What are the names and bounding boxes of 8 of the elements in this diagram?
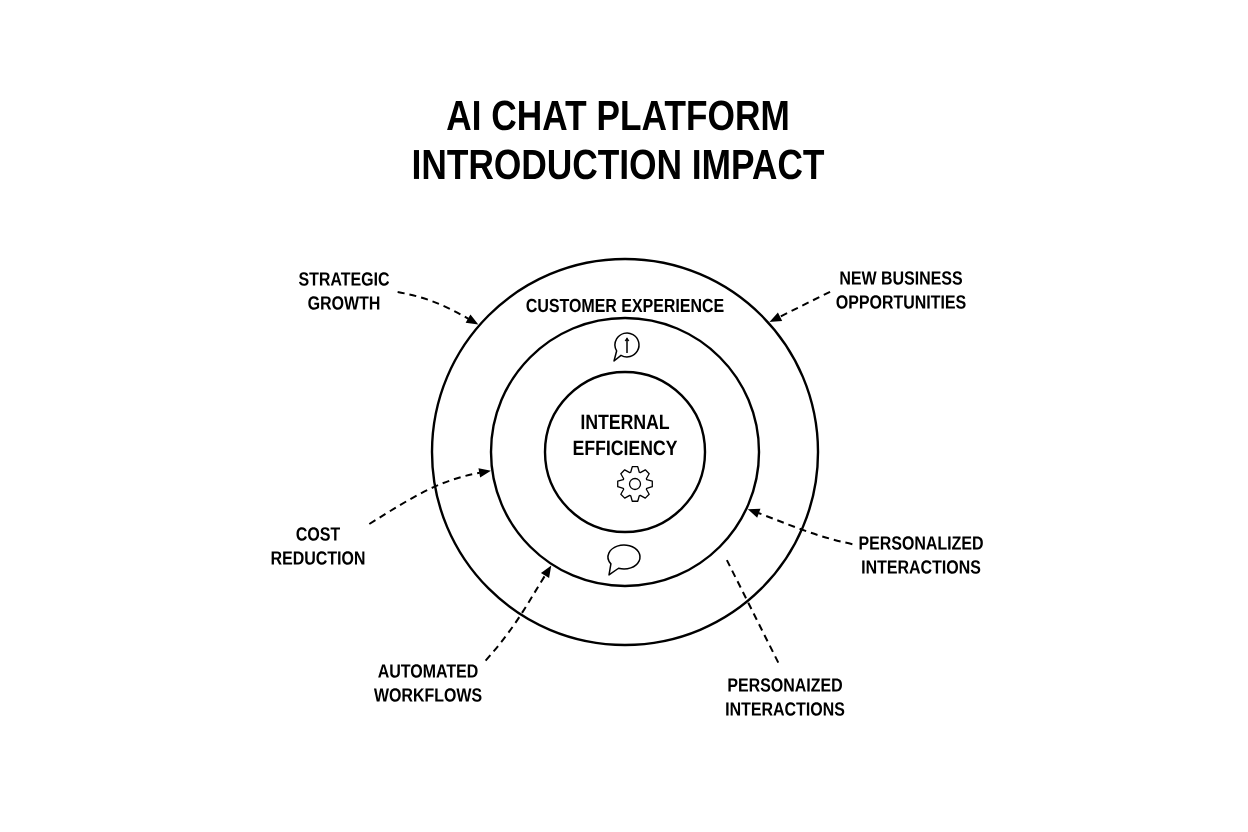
dashed-line <box>725 559 780 664</box>
text-label: STRATEGIC GROWTH <box>298 272 390 310</box>
text-label: PERSONAIZED INTERACTIONS <box>726 678 845 716</box>
text-label: COST REDUCTION <box>271 527 365 565</box>
text-label: AUTOMATED WORKFLOWS <box>373 664 482 702</box>
text-label: PERSONALIZED INTERACTIONS <box>859 536 983 574</box>
text-label: NEW BUSINESS OPPORTUNITIES <box>836 271 966 309</box>
title: AI CHAT PLATFORM INTRODUCTION IMPACT <box>413 100 825 180</box>
